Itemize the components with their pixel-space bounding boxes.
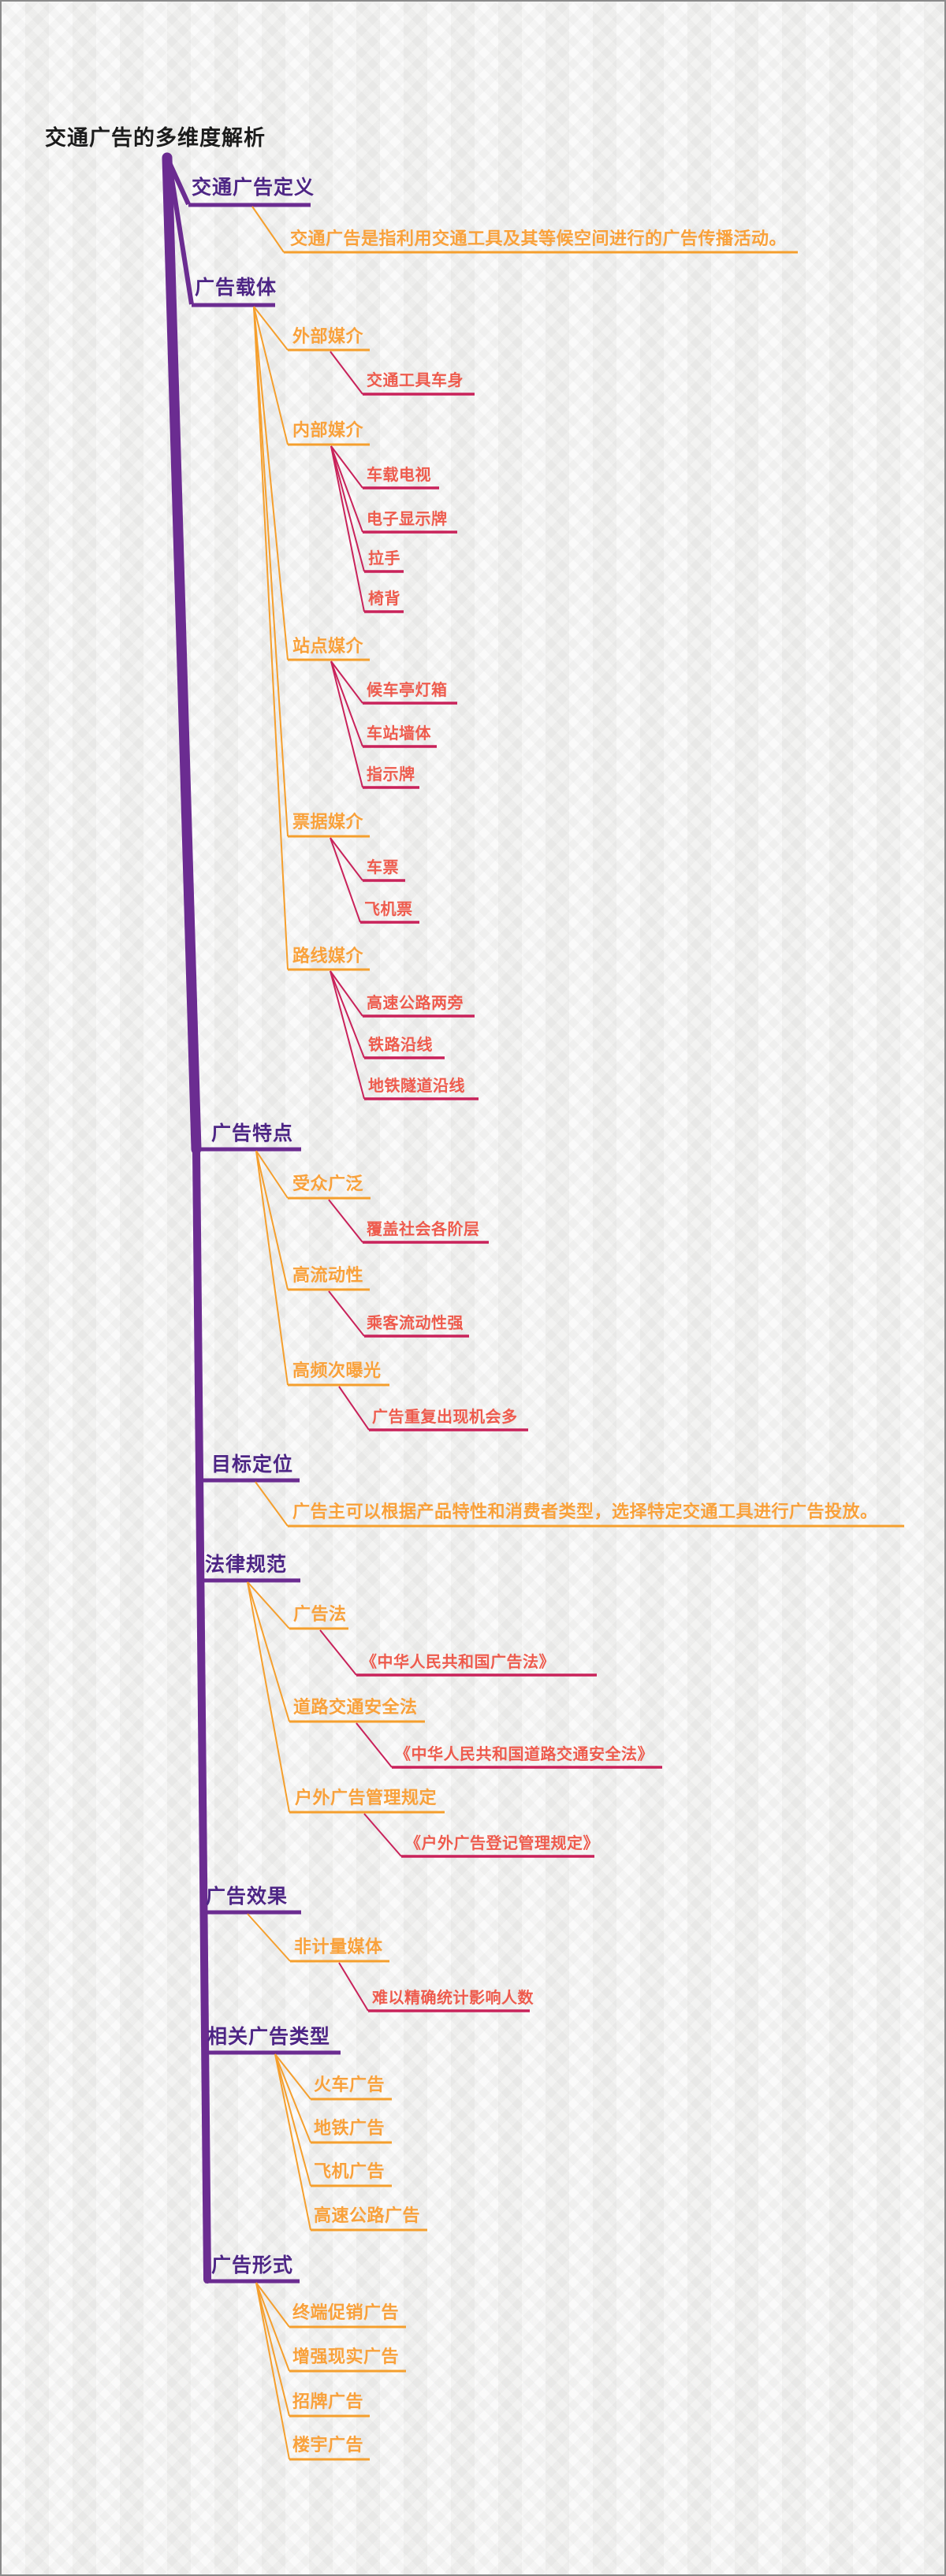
branch-related-ad-types[interactable]: 相关广告类型 (207, 2026, 331, 2048)
node-non-measured-media[interactable]: 非计量媒体 (294, 1937, 383, 1956)
branch-ad-formats[interactable]: 广告形式 (211, 2254, 294, 2276)
node-vehicle-body[interactable]: 交通工具车身 (367, 372, 464, 389)
node-train-ads[interactable]: 火车广告 (314, 2075, 385, 2094)
node-airplane-ads[interactable]: 飞机广告 (314, 2161, 385, 2181)
node-internal-media[interactable]: 内部媒介 (292, 420, 364, 440)
branch-ad-features[interactable]: 广告特点 (211, 1122, 294, 1145)
node-highway-ads[interactable]: 高速公路广告 (314, 2206, 421, 2225)
branch-target-positioning[interactable]: 目标定位 (211, 1454, 294, 1476)
node-external-media[interactable]: 外部媒介 (292, 326, 364, 346)
level3-underlines (356, 393, 662, 2012)
node-ticket-media[interactable]: 票据媒介 (292, 812, 364, 832)
node-railway-line[interactable]: 铁路沿线 (368, 1037, 433, 1054)
node-bus-shelter-lightbox[interactable]: 候车亭灯箱 (367, 682, 448, 699)
node-ar-ads[interactable]: 增强现实广告 (292, 2347, 400, 2366)
branch-ad-effectiveness[interactable]: 广告效果 (206, 1885, 289, 1908)
trunk-line (162, 152, 202, 1155)
node-advertising-law[interactable]: 广告法 (293, 1604, 347, 1624)
node-onboard-tv[interactable]: 车载电视 (367, 467, 431, 484)
node-prc-road-traffic-safety-law[interactable]: 《中华人民共和国道路交通安全法》 (395, 1746, 654, 1763)
node-bus-ticket[interactable]: 车票 (367, 859, 399, 877)
node-station-wall[interactable]: 车站墙体 (367, 725, 431, 743)
node-prc-advertising-law[interactable]: 《中华人民共和国广告法》 (361, 1654, 555, 1671)
node-passenger-flow-strong[interactable]: 乘客流动性强 (367, 1315, 464, 1332)
node-plane-ticket[interactable]: 飞机票 (364, 901, 413, 918)
node-hard-to-count-audience[interactable]: 难以精确统计影响人数 (372, 1990, 534, 2007)
node-outdoor-ad-registration-regulations[interactable]: 《户外广告登记管理规定》 (405, 1835, 599, 1852)
level1-branch-lines (162, 152, 341, 2284)
node-wide-audience[interactable]: 受众广泛 (292, 1174, 364, 1193)
node-road-traffic-safety-law[interactable]: 道路交通安全法 (293, 1697, 418, 1717)
node-high-mobility[interactable]: 高流动性 (292, 1265, 364, 1285)
node-terminal-promo-ads[interactable]: 终端促销广告 (292, 2302, 400, 2322)
branch-ad-definition[interactable]: 交通广告定义 (192, 177, 315, 199)
node-handle-strap[interactable]: 拉手 (368, 550, 400, 568)
node-high-frequency-exposure[interactable]: 高频次曝光 (292, 1361, 382, 1380)
trunk-line-lower (192, 1145, 211, 2284)
node-definition-text[interactable]: 交通广告是指利用交通工具及其等候空间进行的广告传播活动。 (290, 229, 788, 248)
level2-underlines (284, 251, 904, 2461)
node-electronic-display[interactable]: 电子显示牌 (367, 511, 448, 528)
node-outdoor-ad-regulations[interactable]: 户外广告管理规定 (295, 1788, 438, 1807)
root-node-title[interactable]: 交通广告的多维度解析 (45, 126, 266, 150)
branch-legal-regulations[interactable]: 法律规范 (205, 1554, 288, 1576)
level2-connectors (247, 206, 311, 2460)
node-signboard-ads[interactable]: 招牌广告 (292, 2392, 364, 2411)
node-station-media[interactable]: 站点媒介 (292, 636, 364, 656)
branch-ad-carriers[interactable]: 广告载体 (195, 277, 277, 299)
node-building-ads[interactable]: 楼宇广告 (292, 2435, 364, 2455)
level3-connectors (319, 351, 402, 2012)
node-subway-ads[interactable]: 地铁广告 (314, 2118, 385, 2138)
node-seat-back[interactable]: 椅背 (368, 590, 400, 608)
node-repeat-exposure[interactable]: 广告重复出现机会多 (372, 1409, 518, 1426)
node-covers-all-social-strata[interactable]: 覆盖社会各阶层 (367, 1221, 480, 1238)
node-highway-sides[interactable]: 高速公路两旁 (367, 995, 464, 1012)
node-targeting-text[interactable]: 广告主可以根据产品特性和消费者类型，选择特定交通工具进行广告投放。 (292, 1502, 878, 1521)
node-subway-tunnel[interactable]: 地铁隧道沿线 (368, 1078, 465, 1095)
node-signpost[interactable]: 指示牌 (367, 766, 415, 784)
node-route-media[interactable]: 路线媒介 (292, 946, 364, 966)
